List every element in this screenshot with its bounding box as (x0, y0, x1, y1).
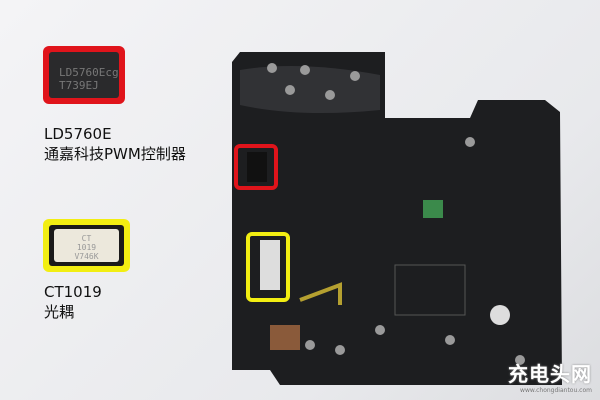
optocoupler-callout: CT 1019 V746K (43, 219, 130, 272)
optocoupler-description: 光耦 (44, 303, 75, 321)
chip-marking: V746K (74, 252, 99, 261)
optocoupler-part: CT1019 (44, 283, 102, 301)
watermark: 充电头网 www.chongdiantou.com (508, 358, 592, 394)
watermark-name: 充电头网 (508, 362, 592, 386)
chip-marking: 1019 (76, 243, 97, 252)
chip-marking: T739EJ (59, 79, 99, 92)
pwm-controller-callout: LD5760Ecg T739EJ (43, 46, 125, 104)
watermark-url: www.chongdiantou.com (520, 387, 592, 394)
pwm-controller-description: 通嘉科技PWM控制器 (44, 145, 186, 163)
pwm-controller-part: LD5760E (44, 125, 112, 143)
optocoupler-chip-image: CT 1019 V746K (54, 229, 119, 262)
chip-marking: CT (81, 234, 92, 243)
chip-marking: LD5760Ecg (59, 66, 119, 79)
pwm-controller-chip-image: LD5760Ecg T739EJ (49, 52, 119, 98)
